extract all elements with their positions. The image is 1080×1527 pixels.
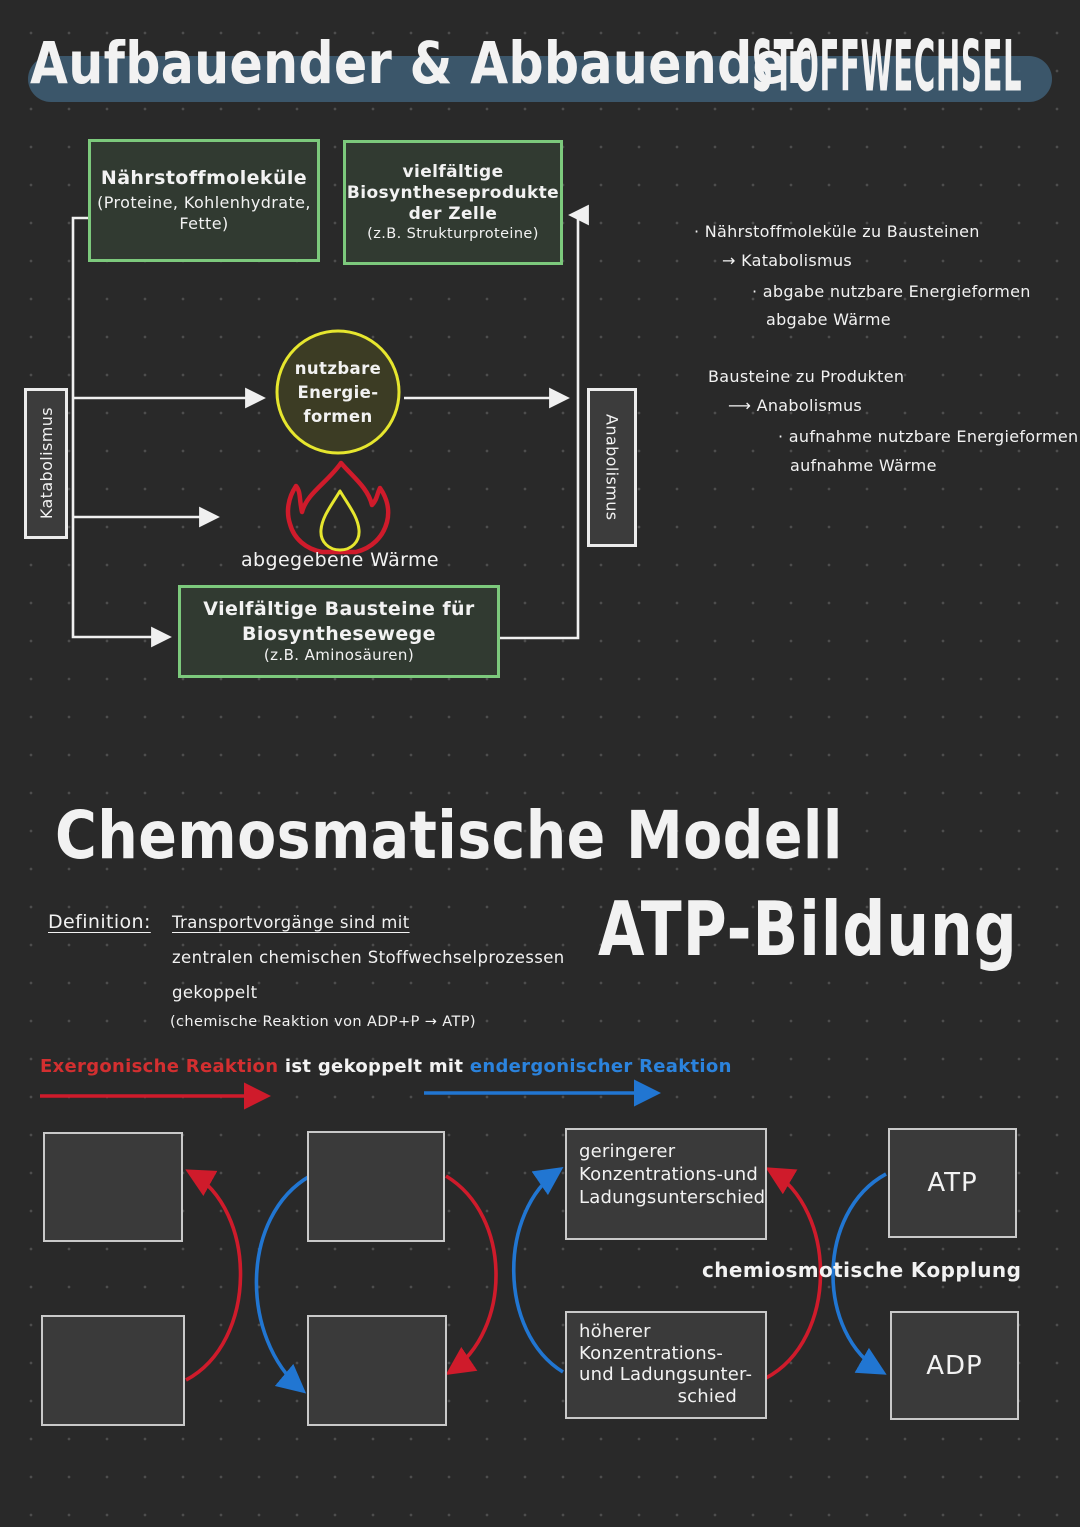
products-box: vielfältige Biosyntheseprodukte der Zell… — [343, 140, 563, 265]
building-blocks-box: Vielfältige Bausteine für Biosyntheseweg… — [178, 585, 500, 678]
empty-box-top-left — [43, 1132, 183, 1242]
metabolism-flow-lines — [71, 204, 589, 648]
chemiosmotic-coupling-label: chemiosmotische Kopplung — [702, 1258, 1022, 1282]
note-line: · Nährstoffmoleküle zu Bausteinen — [694, 222, 980, 241]
empty-box-bottom-middle — [307, 1315, 447, 1426]
note-line: · aufnahme nutzbare Energieformen — [778, 427, 1079, 446]
nutrients-line2: (Proteine, Kohlenhydrate, — [97, 192, 311, 212]
energy-circle-label: nutzbare Energie- formen — [276, 357, 400, 429]
note-line: Bausteine zu Produkten — [708, 367, 905, 386]
high-gradient-line4: schied — [677, 1385, 737, 1407]
adp-box: ADP — [890, 1311, 1019, 1420]
note-line: abgabe Wärme — [766, 310, 891, 329]
definition-line2: zentralen chemischen Stoffwechselprozess… — [172, 948, 565, 967]
definition-label: Definition: — [48, 911, 151, 933]
energy-line2: Energie- — [297, 382, 379, 402]
exergonic-text: Exergonische Reaktion — [40, 1056, 279, 1077]
adp-label: ADP — [926, 1350, 983, 1381]
low-gradient-line3: Ladungsunterschied — [579, 1187, 766, 1209]
high-gradient-box: höherer Konzentrations- und Ladungsunter… — [565, 1311, 767, 1419]
low-gradient-line1: geringerer — [579, 1141, 676, 1162]
coupling-sentence: Exergonische Reaktion ist gekoppelt mit … — [40, 1056, 732, 1077]
blocks-line1: Vielfältige Bausteine für — [203, 598, 475, 621]
flame-icon — [285, 460, 391, 555]
page-title: Aufbauender & Abbauender — [30, 30, 811, 98]
energy-line3: formen — [303, 406, 373, 426]
empty-box-bottom-left — [41, 1315, 185, 1426]
energy-line1: nutzbare — [294, 359, 382, 378]
atp-label: ATP — [927, 1168, 978, 1198]
high-gradient-line2: Konzentrations- — [579, 1342, 724, 1364]
page-title-keyword: STOFFWECHSEL — [752, 26, 1023, 109]
low-gradient-box: geringerer Konzentrations-und Ladungsunt… — [565, 1128, 767, 1240]
high-gradient-line1: höherer — [579, 1321, 651, 1342]
energy-circle — [275, 329, 401, 455]
nutrients-line1: Nährstoffmoleküle — [100, 167, 308, 190]
nutrients-box: Nährstoffmoleküle (Proteine, Kohlenhydra… — [88, 139, 320, 262]
endergonic-text: endergonischer Reaktion — [469, 1056, 732, 1077]
note-line: ⟶ Anabolismus — [728, 396, 863, 415]
products-line4: (z.B. Strukturproteine) — [367, 226, 539, 243]
blocks-line3: (z.B. Aminosäuren) — [263, 646, 415, 665]
products-line1: vielfältige — [402, 161, 504, 182]
coupling-mid-text: ist gekoppelt mit — [284, 1056, 464, 1077]
note-line: · abgabe nutzbare Energieformen — [752, 282, 1031, 301]
definition-line1: Transportvorgänge sind mit — [172, 913, 410, 932]
atp-box: ATP — [888, 1128, 1017, 1238]
blocks-line2: Biosynthesewege — [242, 622, 436, 645]
section-subtitle: ATP-Bildung — [598, 886, 1018, 974]
heat-label: abgegebene Wärme — [240, 549, 439, 571]
definition-note: (chemische Reaktion von ADP+P → ATP) — [170, 1014, 476, 1030]
note-line: aufnahme Wärme — [790, 456, 937, 475]
low-gradient-line2: Konzentrations-und — [579, 1164, 758, 1186]
note-line: → Katabolismus — [722, 251, 853, 270]
coupling-underline-arrows — [40, 1079, 662, 1110]
products-line2: Biosyntheseprodukte — [346, 182, 560, 203]
katabolismus-label-box: Katabolismus — [24, 388, 68, 539]
high-gradient-line3: und Ladungsunter- — [579, 1364, 753, 1386]
title-highlight-bar — [28, 56, 1052, 102]
anabolismus-label: Anabolismus — [602, 414, 622, 521]
katabolismus-label: Katabolismus — [36, 407, 56, 520]
products-line3: der Zelle — [408, 204, 498, 225]
definition-line3: gekoppelt — [172, 983, 258, 1002]
section-title: Chemosmatische Modell — [55, 798, 843, 874]
nutrients-line3: Fette) — [179, 214, 229, 234]
anabolismus-label-box: Anabolismus — [587, 388, 637, 547]
chemiosmosis-arrows — [185, 1166, 887, 1394]
empty-box-top-middle — [307, 1131, 445, 1242]
